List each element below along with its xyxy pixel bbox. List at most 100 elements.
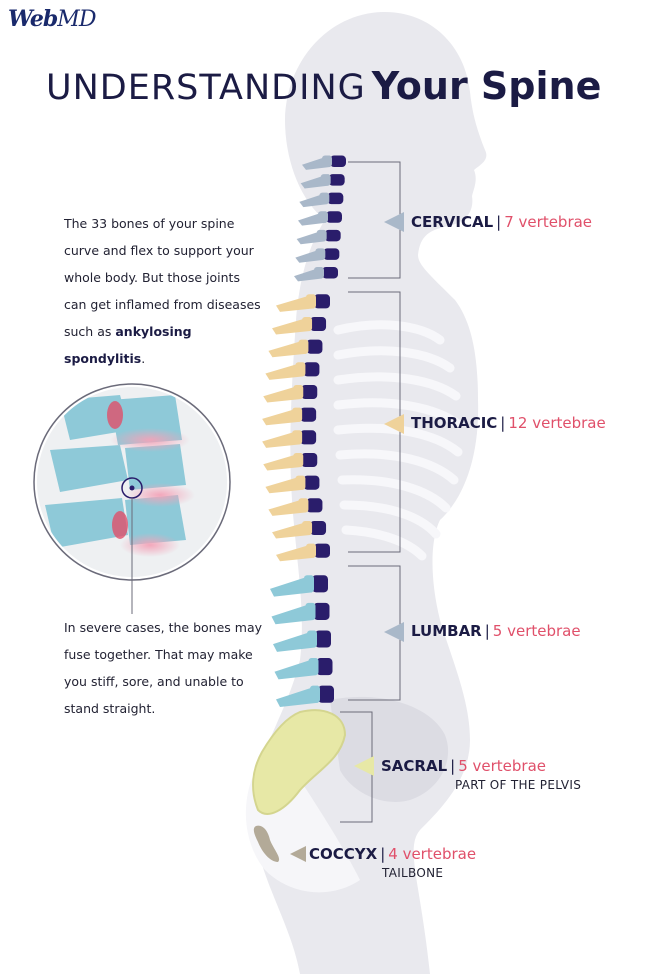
thoracic-vertebra-12 bbox=[314, 543, 330, 558]
pelvis-shape bbox=[330, 696, 449, 802]
cervical-facet-4 bbox=[318, 211, 328, 223]
cervical-vertebra-4 bbox=[326, 211, 342, 223]
lumbar-label: LUMBAR|5 vertebrae bbox=[411, 622, 581, 640]
thoracic-vertebra-3 bbox=[306, 339, 323, 354]
lumbar-process-4 bbox=[274, 658, 317, 680]
region-separator: | bbox=[496, 213, 502, 231]
thoracic-facet-2 bbox=[302, 316, 313, 332]
lumbar-vertebra-3 bbox=[315, 630, 331, 648]
thoracic-process-12 bbox=[276, 543, 314, 562]
sacrum-bone bbox=[252, 709, 347, 815]
lumbar-process-5 bbox=[276, 685, 318, 708]
thoracic-process-6 bbox=[262, 407, 301, 426]
coccyx-arrow bbox=[290, 846, 306, 862]
lumbar-facet-5 bbox=[310, 685, 320, 703]
thoracic-process-2 bbox=[272, 316, 311, 335]
region-name: LUMBAR bbox=[411, 622, 482, 640]
sacral-subtitle: PART OF THE PELVIS bbox=[455, 778, 582, 792]
cervical-vertebra-3 bbox=[327, 192, 344, 205]
title-bold: Your Spine bbox=[371, 64, 602, 108]
intro-body: The 33 bones of your spine curve and fle… bbox=[64, 216, 261, 339]
region-count: 4 vertebrae bbox=[388, 845, 477, 863]
lumbar-facet-4 bbox=[308, 658, 319, 676]
cervical-vertebra-1 bbox=[330, 155, 346, 168]
region-count: 5 vertebrae bbox=[492, 622, 581, 640]
thoracic-facet-10 bbox=[298, 498, 309, 513]
thoracic-process-7 bbox=[262, 430, 301, 448]
region-separator: | bbox=[500, 414, 506, 432]
region-count: 12 vertebrae bbox=[508, 414, 606, 432]
lumbar-facet-1 bbox=[304, 575, 314, 593]
sacral-label: SACRAL|5 vertebrae bbox=[381, 757, 546, 775]
severe-cases-text: In severe cases, the bones may fuse toge… bbox=[64, 620, 262, 716]
thoracic-process-3 bbox=[268, 339, 307, 358]
thoracic-vertebra-9 bbox=[303, 475, 320, 490]
thoracic-vertebra-6 bbox=[300, 407, 317, 422]
cervical-vertebra-5 bbox=[324, 229, 341, 242]
cervical-facet-3 bbox=[319, 192, 330, 205]
coccyx-label: COCCYX|4 vertebrae bbox=[309, 845, 476, 863]
lumbar-vertebra-4 bbox=[316, 658, 333, 676]
thoracic-facet-6 bbox=[292, 407, 303, 422]
thoracic-process-1 bbox=[276, 294, 314, 312]
intro-highlight: ankylosing spondylitis bbox=[64, 324, 192, 366]
thoracic-facet-7 bbox=[292, 430, 303, 445]
region-name: SACRAL bbox=[381, 757, 448, 775]
lumbar-vertebra-1 bbox=[312, 575, 328, 593]
lumbar-facet-2 bbox=[305, 602, 316, 620]
thoracic-facet-9 bbox=[295, 475, 306, 490]
cervical-facet-5 bbox=[316, 229, 327, 242]
cervical-vertebra-6 bbox=[323, 248, 340, 260]
thoracic-process-5 bbox=[263, 384, 302, 403]
thoracic-vertebra-5 bbox=[301, 384, 318, 400]
thoracic-process-11 bbox=[272, 520, 311, 539]
cervical-vertebra-2 bbox=[328, 174, 345, 186]
region-name: THORACIC bbox=[411, 414, 498, 432]
ribcage bbox=[333, 320, 463, 561]
spine bbox=[262, 155, 346, 708]
region-count: 7 vertebrae bbox=[504, 213, 593, 231]
region-separator: | bbox=[484, 622, 490, 640]
thoracic-vertebra-7 bbox=[300, 430, 317, 445]
thoracic-facet-3 bbox=[298, 339, 309, 354]
thoracic-facet-4 bbox=[295, 362, 306, 377]
thoracic-vertebra-2 bbox=[310, 316, 327, 332]
lumbar-vertebra-2 bbox=[313, 602, 330, 620]
thoracic-arrow bbox=[384, 414, 404, 434]
thoracic-vertebra-4 bbox=[303, 362, 320, 377]
webmd-logo[interactable]: WebMD bbox=[8, 6, 96, 32]
coccyx-subtitle: TAILBONE bbox=[382, 866, 444, 880]
cervical-arrow bbox=[384, 212, 404, 232]
thoracic-process-8 bbox=[263, 452, 302, 471]
intro-text: The 33 bones of your spine curve and fle… bbox=[64, 210, 264, 372]
coccyx-bone bbox=[253, 825, 280, 862]
cervical-facet-2 bbox=[320, 174, 331, 186]
zoom-inset bbox=[33, 383, 231, 614]
thoracic-facet-12 bbox=[306, 543, 316, 558]
lumbar-facet-3 bbox=[307, 630, 317, 648]
cervical-vertebra-7 bbox=[322, 266, 338, 279]
thoracic-facet-5 bbox=[293, 384, 304, 400]
thoracic-vertebra-1 bbox=[314, 294, 330, 309]
region-separator: | bbox=[450, 757, 456, 775]
intro-period: . bbox=[141, 351, 146, 366]
thoracic-process-4 bbox=[265, 362, 304, 380]
thoracic-label: THORACIC|12 vertebrae bbox=[411, 414, 606, 432]
thoracic-facet-11 bbox=[302, 520, 313, 536]
region-separator: | bbox=[380, 845, 386, 863]
thoracic-vertebra-11 bbox=[310, 520, 327, 536]
thoracic-process-10 bbox=[268, 498, 307, 516]
lumbar-process-1 bbox=[270, 575, 312, 597]
lumbar-process-2 bbox=[271, 602, 314, 625]
thoracic-facet-1 bbox=[306, 294, 316, 309]
thoracic-vertebra-8 bbox=[301, 452, 318, 468]
cervical-label: CERVICAL|7 vertebrae bbox=[411, 213, 592, 231]
lumbar-vertebra-5 bbox=[318, 685, 334, 703]
title-light: UNDERSTANDING bbox=[46, 68, 366, 108]
thoracic-vertebra-10 bbox=[306, 498, 323, 513]
region-name: COCCYX bbox=[309, 845, 378, 863]
region-count: 5 vertebrae bbox=[458, 757, 547, 775]
thoracic-facet-8 bbox=[293, 452, 304, 468]
